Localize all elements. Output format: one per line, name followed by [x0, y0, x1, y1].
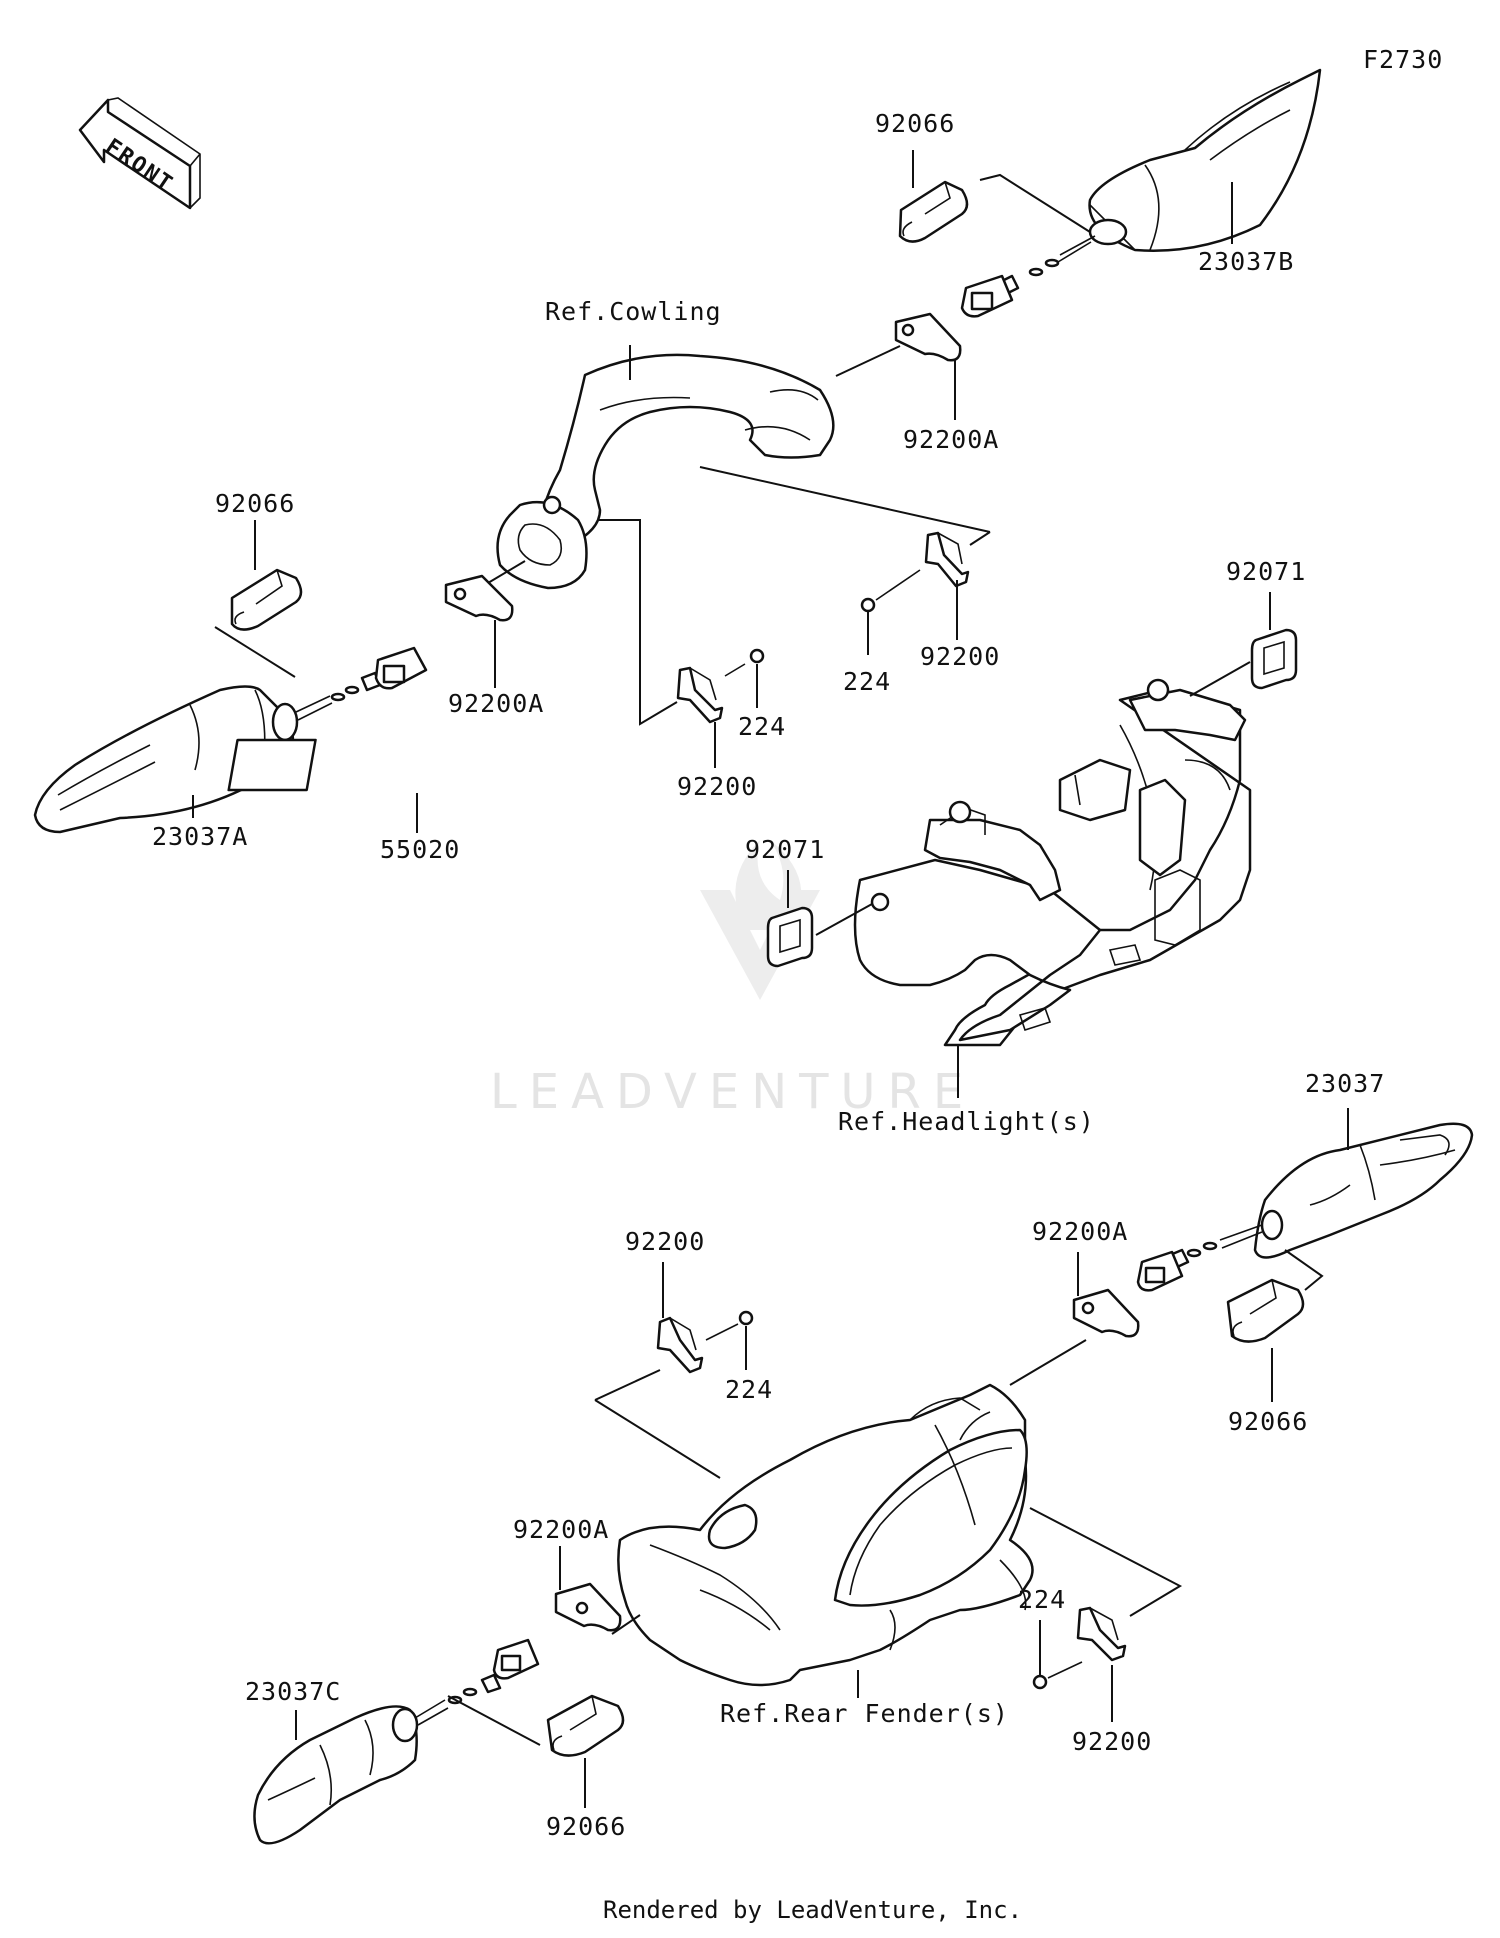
label-92066-left: 92066 [215, 489, 295, 518]
label-92200A-bottom-left: 92200A [513, 1515, 609, 1544]
label-92200A-right: 92200A [1032, 1217, 1128, 1246]
clip-92066-b [546, 1694, 625, 1757]
connector-l [374, 646, 428, 690]
connector-r [1136, 1250, 1184, 1292]
label-23037: 23037 [1305, 1069, 1385, 1098]
label-55020: 55020 [380, 835, 460, 864]
label-plate-55020 [227, 738, 317, 792]
turn-signal-23037A [33, 685, 299, 834]
label-224-mid: 224 [738, 712, 786, 741]
label-92071-center: 92071 [745, 835, 825, 864]
wire-23037A [295, 671, 382, 721]
connector-bl [492, 1638, 540, 1680]
label-92200A-top: 92200A [903, 425, 999, 454]
wire-23037B [998, 235, 1096, 296]
label-92200-bottom-left: 92200 [625, 1227, 705, 1256]
grommet-92071-r [1250, 628, 1298, 690]
grommet-92071-c [766, 906, 814, 968]
label-224-top: 224 [843, 667, 891, 696]
clip-92200-br [1076, 1606, 1127, 1662]
label-92200A-left: 92200A [448, 689, 544, 718]
clip-92200-mid [676, 666, 724, 724]
cowling-bracket [496, 353, 835, 590]
washer-92200A-top [894, 312, 962, 362]
label-224-bottom-left: 224 [725, 1375, 773, 1404]
clip-92066-l [230, 568, 303, 631]
connector-tr [960, 274, 1014, 318]
clip-92066-r [1226, 1278, 1305, 1343]
headlight-bracket [853, 678, 1252, 1047]
wire-23037 [1168, 1224, 1263, 1270]
screw-224-br [1032, 1661, 1083, 1690]
label-92066-top-right: 92066 [875, 109, 955, 138]
rear-fender [617, 1383, 1034, 1687]
front-arrow-icon: FRONT [78, 97, 201, 210]
washer-92200A-right [1072, 1288, 1140, 1338]
label-224-bottom-right: 224 [1018, 1585, 1066, 1614]
label-ref-headlight: Ref.Headlight(s) [838, 1107, 1095, 1136]
footer-credit: Rendered by LeadVenture, Inc. [603, 1896, 1022, 1924]
turn-signal-23037C [253, 1705, 419, 1845]
clip-92066-tr [898, 180, 969, 243]
label-92200-top: 92200 [920, 642, 1000, 671]
label-92200-mid: 92200 [677, 772, 757, 801]
clip-92200-bl [656, 1316, 704, 1374]
screw-224-top [860, 569, 921, 613]
turn-signal-23037 [1253, 1122, 1474, 1259]
label-ref-cowling: Ref.Cowling [545, 297, 722, 326]
turn-signal-23037B [1088, 68, 1322, 252]
label-92066-bottom: 92066 [546, 1812, 626, 1841]
wire-23037C [414, 1673, 502, 1726]
screw-224-mid [724, 648, 765, 677]
label-92200-bottom-right: 92200 [1072, 1727, 1152, 1756]
label-23037C: 23037C [245, 1677, 341, 1706]
washer-92200A-bl [554, 1582, 622, 1632]
label-23037B: 23037B [1198, 247, 1294, 276]
label-ref-rear-fender: Ref.Rear Fender(s) [720, 1699, 1009, 1728]
watermark-text: LEADVENTURE [490, 1064, 975, 1120]
clip-92200-top [924, 531, 970, 588]
label-92071-right: 92071 [1226, 557, 1306, 586]
label-23037A: 23037A [152, 822, 248, 851]
figure-code: F2730 [1363, 45, 1443, 74]
screw-224-bl [705, 1310, 754, 1341]
label-92066-right: 92066 [1228, 1407, 1308, 1436]
washer-92200A-left [444, 574, 514, 622]
